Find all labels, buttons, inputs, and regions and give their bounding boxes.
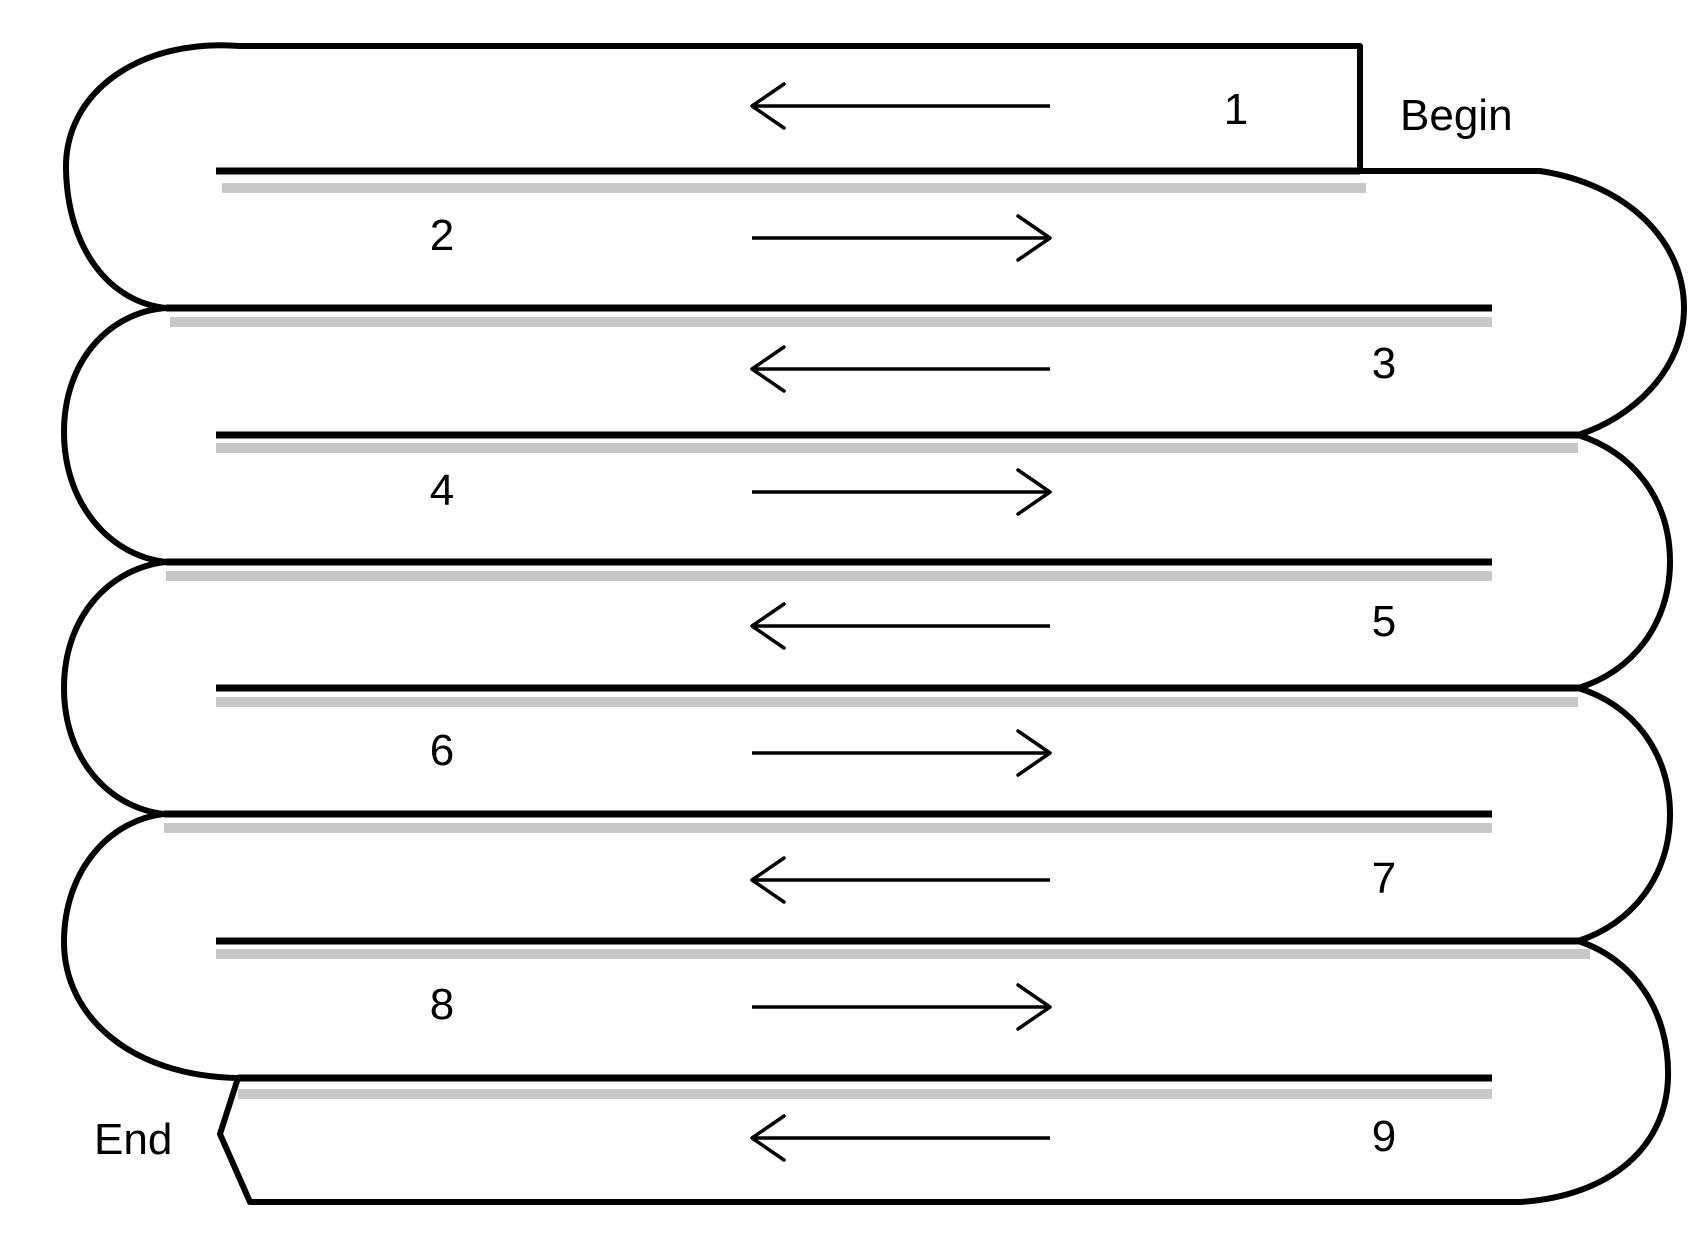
- row-number-8: 8: [430, 980, 454, 1029]
- row-number-2: 2: [430, 211, 454, 260]
- direction-arrows: [750, 82, 1052, 1162]
- row-numbers: 1 2 3 4 5 6 7 8 9: [430, 85, 1396, 1161]
- arrow-left-row-9: [750, 1114, 1050, 1162]
- arrow-left-row-3: [750, 345, 1050, 393]
- row-number-6: 6: [430, 726, 454, 775]
- arrow-right-row-2: [752, 214, 1052, 262]
- row-number-4: 4: [430, 466, 454, 515]
- row-number-1: 1: [1224, 85, 1248, 134]
- serpentine-outline: [61, 42, 1687, 1205]
- arrow-left-row-5: [750, 602, 1050, 650]
- row-number-9: 9: [1372, 1112, 1396, 1161]
- row-number-3: 3: [1372, 339, 1396, 388]
- arrow-right-row-8: [752, 983, 1052, 1031]
- arrow-left-row-7: [750, 856, 1050, 904]
- arrow-right-row-6: [752, 729, 1052, 777]
- divider-shadows: [164, 183, 1590, 1099]
- arrow-right-row-4: [752, 468, 1052, 516]
- arrow-left-row-1: [750, 82, 1050, 130]
- begin-label: Begin: [1400, 91, 1513, 140]
- row-number-7: 7: [1372, 854, 1396, 903]
- row-number-5: 5: [1372, 597, 1396, 646]
- end-label: End: [94, 1115, 172, 1164]
- row-dividers: [164, 167, 1578, 1082]
